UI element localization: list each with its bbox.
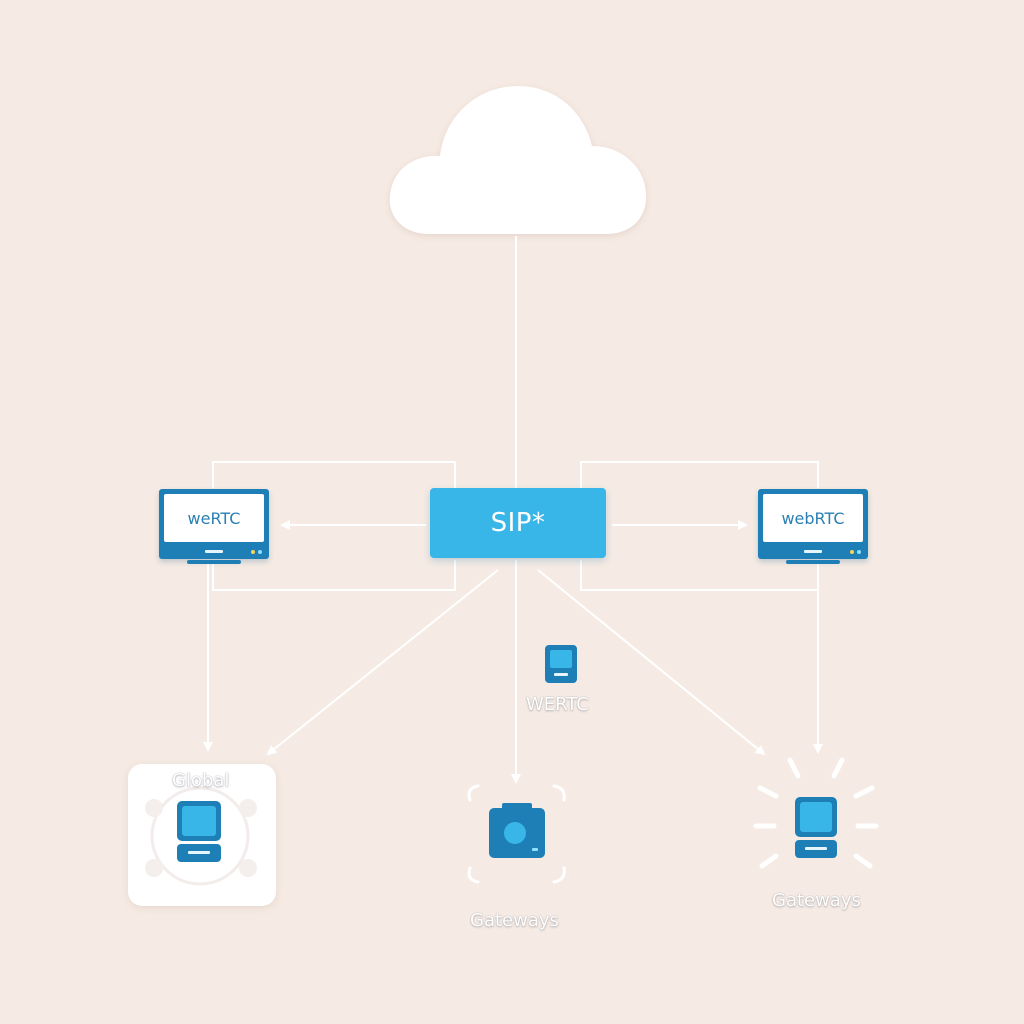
focus-corners — [467, 784, 566, 884]
right-bracket-top — [580, 461, 819, 488]
right-endpoint-label: webRTC — [781, 508, 845, 528]
left-monitor-icon[interactable]: weRTC — [159, 489, 269, 564]
sip-global-arrow — [266, 569, 499, 756]
cloud-icon — [389, 86, 647, 234]
gateway-center-label: Gateways — [470, 910, 559, 931]
sip-label: SIP* — [490, 508, 546, 538]
gateway-right-label: Gateways — [772, 890, 861, 911]
left-bracket-bottom — [212, 560, 456, 591]
global-label: Global — [172, 770, 230, 791]
camera-icon[interactable] — [488, 802, 546, 858]
sip-node[interactable]: SIP* — [430, 488, 606, 558]
gateway-device-icon[interactable] — [794, 796, 838, 860]
server-device-icon — [177, 801, 221, 862]
global-ring — [145, 786, 257, 886]
right-monitor-icon[interactable]: webRTC — [758, 489, 868, 564]
middle-device-label: WERTC — [526, 694, 589, 715]
left-monitor-screen: weRTC — [164, 494, 264, 542]
right-monitor-screen: webRTC — [763, 494, 863, 542]
small-device-icon[interactable] — [544, 644, 578, 684]
sip-gateway-right-arrow — [537, 569, 766, 756]
right-bracket-bottom — [580, 560, 819, 591]
left-endpoint-label: weRTC — [187, 508, 241, 528]
left-bracket-top — [212, 461, 456, 488]
signal-rays — [753, 757, 879, 869]
